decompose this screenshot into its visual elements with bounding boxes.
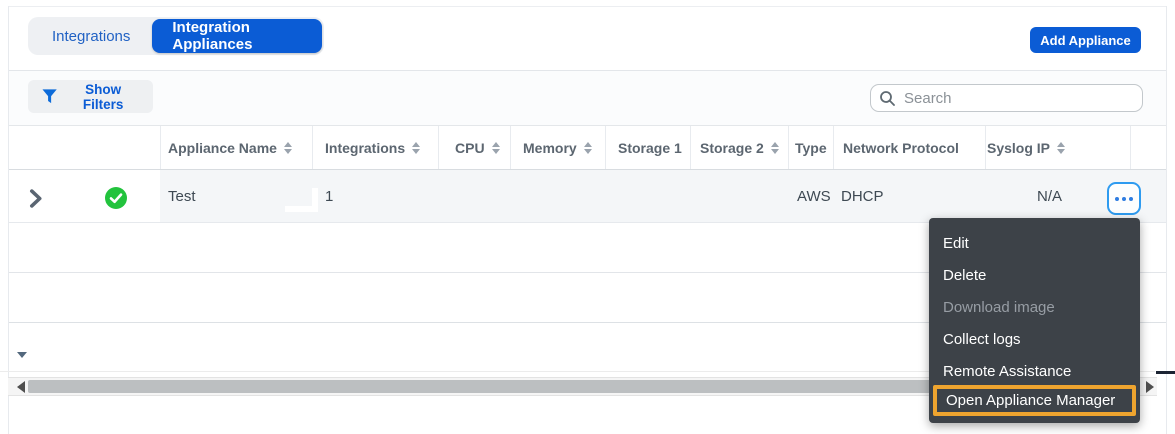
cell-type: AWS [797,187,831,205]
divider [0,371,1155,372]
search-box [870,84,1143,112]
header-syslog-ip[interactable]: Syslog IP [987,126,1077,169]
column-separator [1130,126,1131,169]
cell-syslog-ip: N/A [1037,187,1063,205]
header-label: Type [795,139,827,156]
header-label: Network Protocol [843,139,959,156]
card-border [1166,6,1167,434]
menu-item-download-image: Download image [943,298,1055,316]
show-filters-label: Show Filters [82,81,124,112]
column-separator [438,126,439,169]
header-storage-2[interactable]: Storage 2 [700,126,786,169]
add-appliance-button[interactable]: Add Appliance [1030,27,1141,53]
scroll-left-arrow[interactable] [17,381,25,393]
card-border [8,6,1167,7]
header-label: Memory [523,139,577,156]
column-separator [788,126,789,169]
scroll-right-arrow[interactable] [1146,381,1154,393]
row-actions-context-menu: Edit Delete Download image Collect logs … [929,218,1140,423]
column-separator [312,126,313,169]
horizontal-scrollbar-thumb[interactable] [28,380,1140,393]
cell-network-protocol: DHCP [841,187,884,205]
column-separator [605,126,606,169]
header-integrations[interactable]: Integrations [325,126,433,169]
column-separator [160,126,161,169]
tab-group: Integrations Integration Appliances [28,17,324,55]
row-divider [9,322,1166,323]
status-ok-icon [105,187,127,209]
filter-funnel-icon [42,89,57,104]
sort-icon[interactable] [583,141,592,154]
cell-appliance-name: Test [168,187,196,205]
search-input[interactable] [904,89,1134,107]
sort-icon[interactable] [283,141,292,154]
column-separator [985,126,986,169]
sort-icon[interactable] [1057,141,1066,154]
header-cpu[interactable]: CPU [455,126,505,169]
header-network-protocol[interactable]: Network Protocol [843,126,983,169]
row-divider [9,272,1166,273]
screenshot-artifact [312,188,318,212]
menu-item-edit[interactable]: Edit [943,234,969,252]
screenshot-artifact [285,206,318,212]
header-memory[interactable]: Memory [523,126,603,169]
header-appliance-name[interactable]: Appliance Name [168,126,308,169]
table-header-row [9,125,1166,170]
divider [9,70,1166,71]
header-type[interactable]: Type [795,126,832,169]
cell-integrations: 1 [325,187,334,205]
menu-item-delete[interactable]: Delete [943,266,987,284]
menu-item-remote-assistance[interactable]: Remote Assistance [943,362,1072,380]
header-label: Integrations [325,139,406,156]
table-row[interactable] [160,170,1166,222]
header-label: Syslog IP [987,139,1051,156]
column-separator [833,126,834,169]
column-separator [510,126,511,169]
header-label: CPU [455,139,485,156]
dark-line-artifact [1156,371,1175,374]
row-divider [9,222,1166,223]
tab-integrations[interactable]: Integrations [52,27,131,45]
row-actions-ellipsis-button[interactable] [1107,182,1141,215]
card-border [8,6,9,434]
column-separator [690,126,691,169]
sort-icon[interactable] [412,141,421,154]
sort-icon[interactable] [770,141,779,154]
tab-integration-appliances[interactable]: Integration Appliances [152,19,322,53]
search-icon [880,90,895,106]
sort-icon[interactable] [491,141,500,154]
header-label: Appliance Name [168,139,277,156]
menu-item-collect-logs[interactable]: Collect logs [943,330,1021,348]
show-filters-button[interactable]: Show Filters [28,80,153,113]
expand-row-chevron-icon[interactable] [24,187,46,209]
header-label: Storage 2 [700,139,764,156]
menu-item-open-appliance-manager[interactable]: Open Appliance Manager [933,385,1136,416]
caret-down-icon[interactable] [17,352,27,358]
header-storage-1[interactable]: Storage 1 [618,126,688,169]
header-label: Storage 1 [618,139,682,156]
